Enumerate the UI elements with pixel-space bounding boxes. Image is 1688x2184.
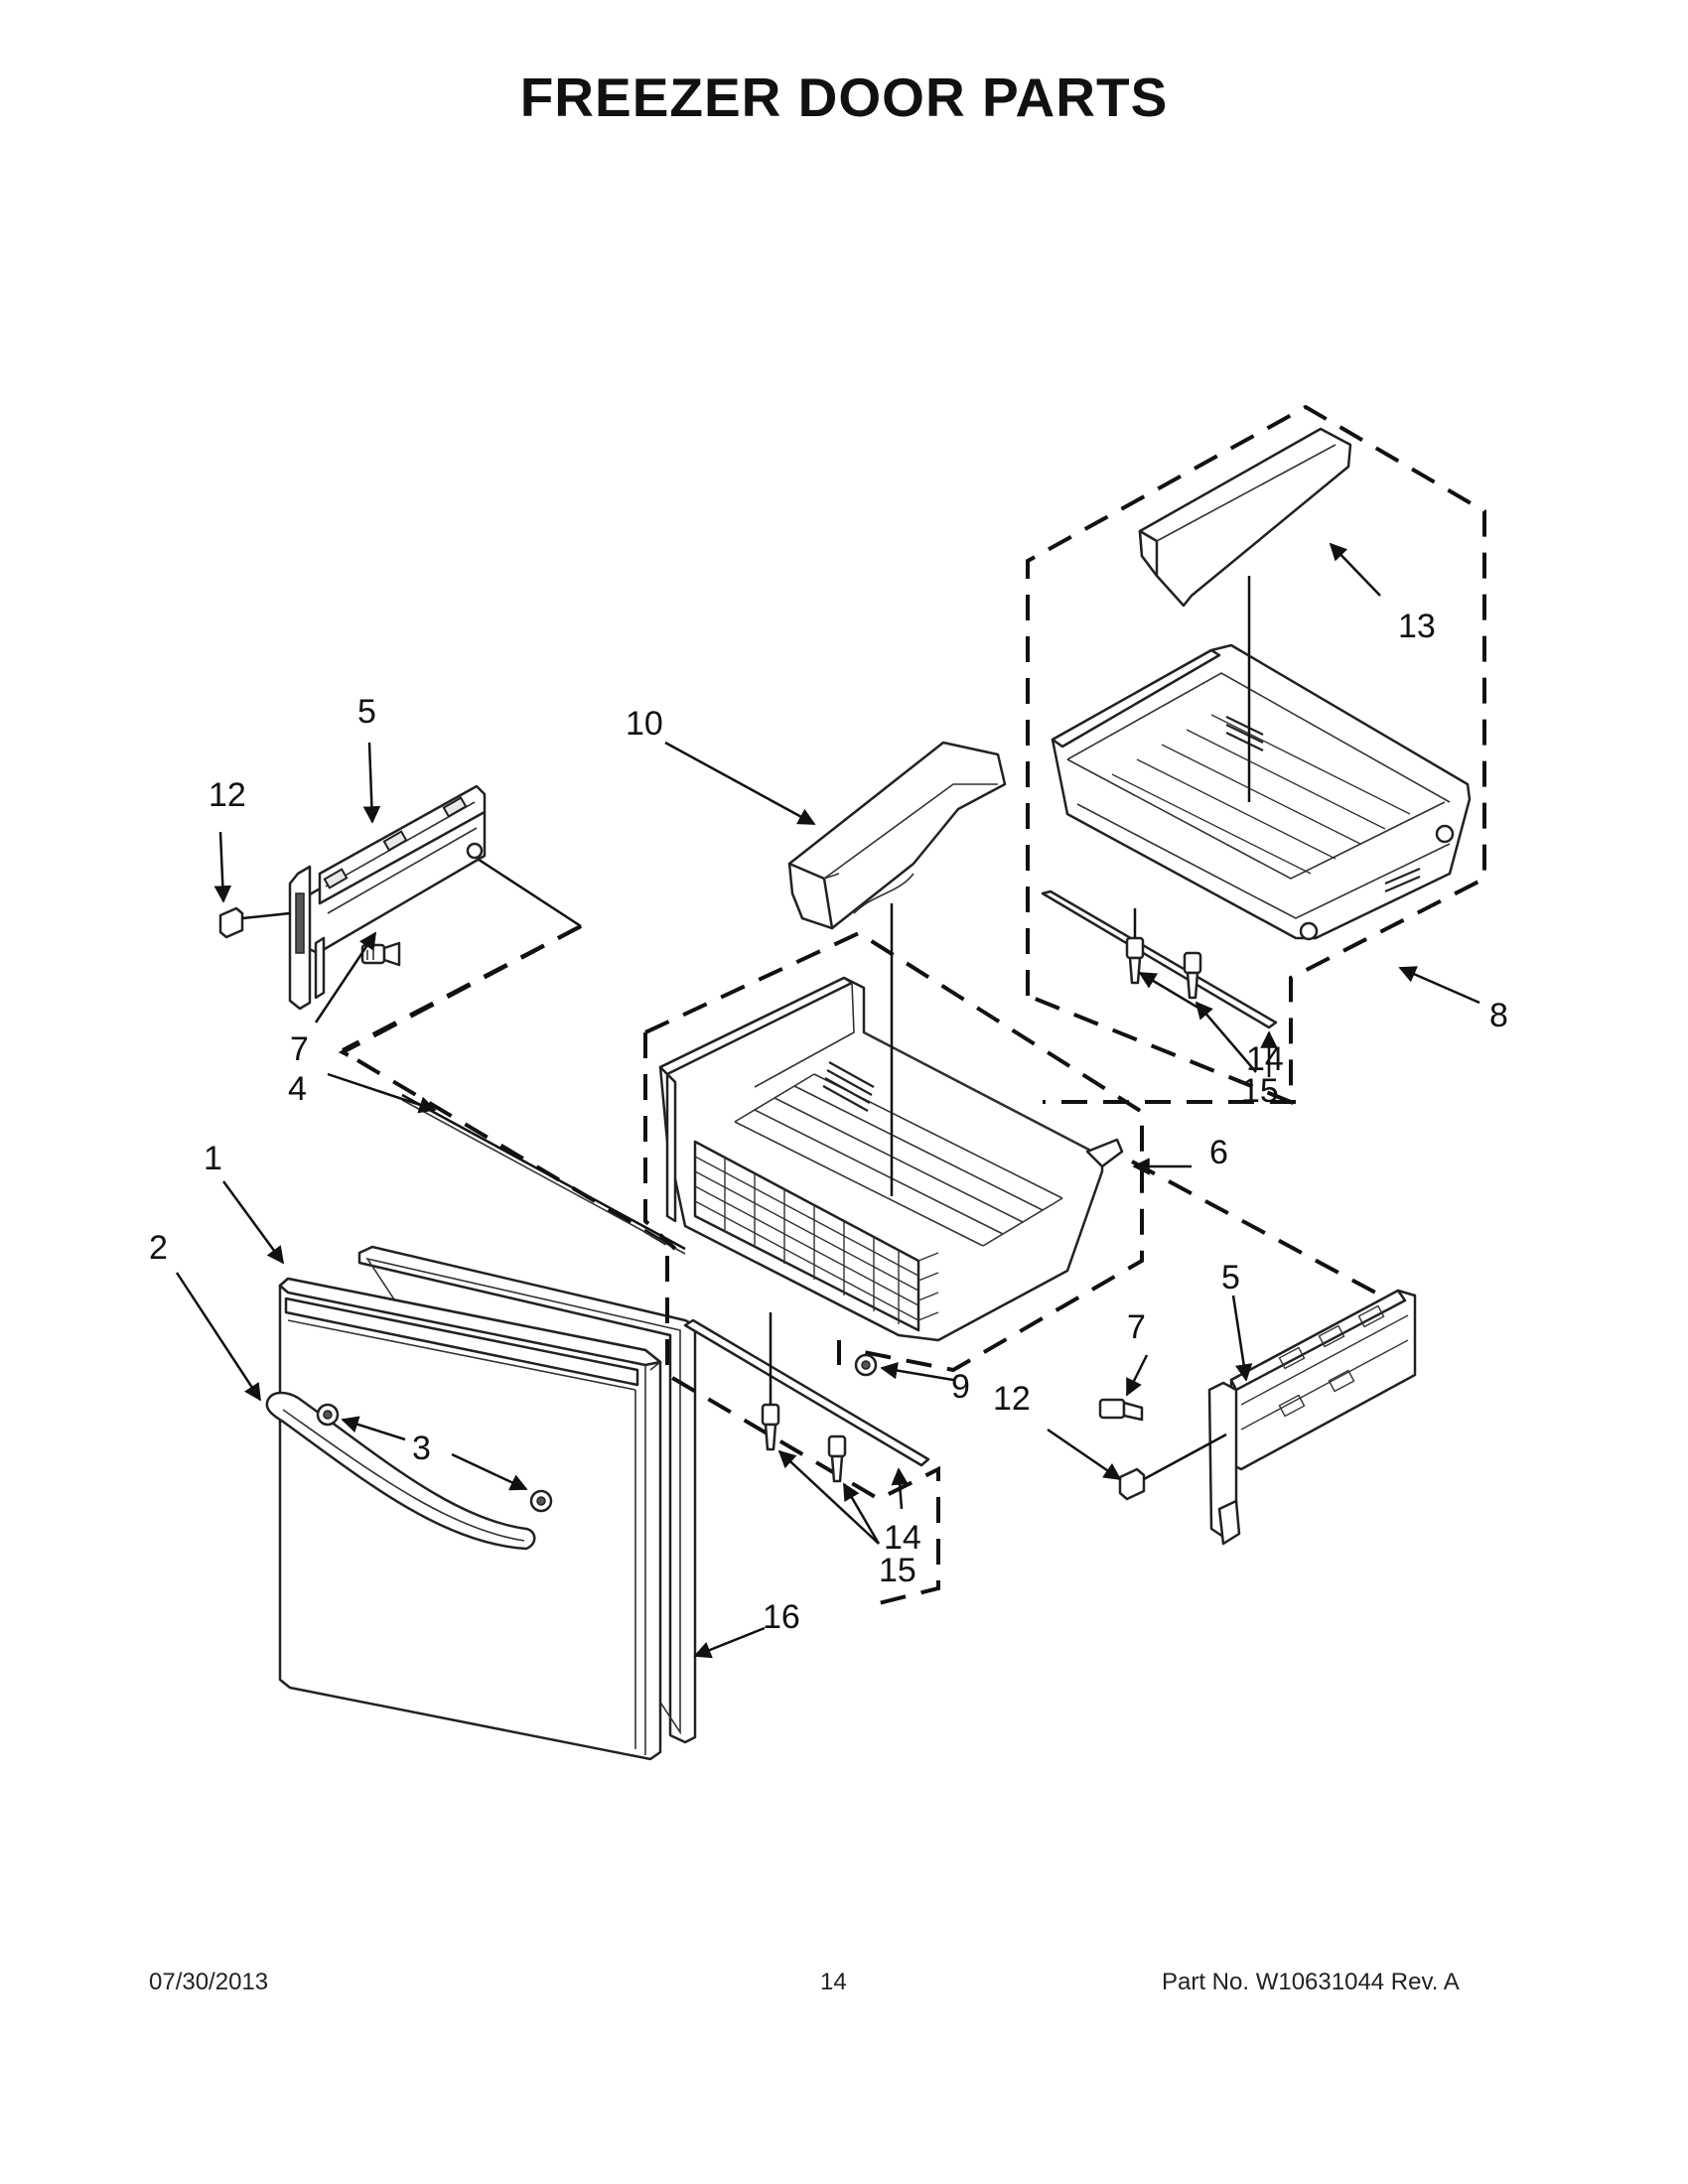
callout-12-right: 12 — [993, 1380, 1031, 1418]
callout-13: 13 — [1398, 608, 1436, 645]
dashed-guide-diagonal — [355, 1058, 677, 1251]
dashed-right-rail-guide — [1131, 1160, 1391, 1302]
screw-7-right — [1098, 1398, 1144, 1422]
upper-screw-a — [1125, 936, 1145, 985]
clip-12-right — [1118, 1433, 1227, 1501]
upper-freezer-basket — [1026, 404, 1486, 1105]
lower-screw-a — [761, 1403, 780, 1451]
callout-3: 3 — [412, 1430, 431, 1467]
callout-2: 2 — [149, 1229, 168, 1267]
callout-4: 4 — [288, 1070, 307, 1108]
callout-14-lower: 14 — [884, 1519, 921, 1557]
rod-4 — [401, 1093, 686, 1251]
callout-numbers: 12 5 7 4 1 2 3 10 13 8 14 15 6 9 14 15 1… — [149, 608, 1508, 1636]
callout-16: 16 — [763, 1598, 800, 1636]
footer-page-number: 14 — [820, 1969, 847, 1995]
center-freezer-basket — [643, 930, 1144, 1373]
callout-15-upper: 15 — [1241, 1072, 1279, 1110]
callout-1: 1 — [204, 1140, 222, 1177]
storage-bin-13 — [1138, 427, 1352, 802]
footer-part-number: Part No. W10631044 Rev. A — [1162, 1969, 1460, 1995]
nut-9 — [854, 1353, 878, 1377]
callout-10: 10 — [626, 705, 663, 743]
callout-15-lower: 15 — [879, 1552, 916, 1589]
callout-14-upper: 14 — [1246, 1040, 1284, 1078]
dashed-guide-rail-to-drawer — [342, 924, 582, 1054]
left-slide-rail — [288, 784, 487, 1011]
callout-12-left: 12 — [209, 776, 246, 814]
left-slide-rail-group — [218, 784, 582, 1062]
lower-rod-14 — [683, 1318, 930, 1467]
callout-7-right: 7 — [1127, 1308, 1146, 1346]
handle-screw-upper — [316, 1403, 340, 1427]
right-slide-rail — [1098, 1160, 1417, 1546]
page-title: FREEZER DOOR PARTS — [519, 67, 1169, 128]
lower-hardware-cluster — [665, 1256, 940, 1605]
footer-date: 07/30/2013 — [149, 1969, 269, 1995]
callout-9: 9 — [951, 1368, 970, 1406]
callout-7-left: 7 — [290, 1030, 309, 1068]
rail-clip-12 — [218, 906, 291, 939]
leader-arrows — [175, 542, 1480, 1659]
dashed-upper-enclosure — [1026, 404, 1486, 1105]
rail-connector-line — [466, 850, 582, 928]
callout-5-left: 5 — [357, 693, 376, 731]
handle-screw-lower — [529, 1489, 553, 1513]
callout-5-right: 5 — [1221, 1259, 1240, 1297]
dashed-basket-enclosure — [644, 930, 1144, 1373]
freezer-door — [265, 1245, 697, 1761]
upper-screw-b — [1183, 951, 1202, 1000]
callout-6: 6 — [1209, 1134, 1228, 1171]
door-gasket-16 — [357, 1245, 697, 1744]
lower-screw-b — [827, 1434, 847, 1483]
door-handle-2 — [265, 1391, 536, 1551]
callout-8: 8 — [1489, 997, 1508, 1034]
dashed-lower-enclosure — [665, 1256, 940, 1605]
storage-bin-10 — [787, 741, 1007, 1196]
